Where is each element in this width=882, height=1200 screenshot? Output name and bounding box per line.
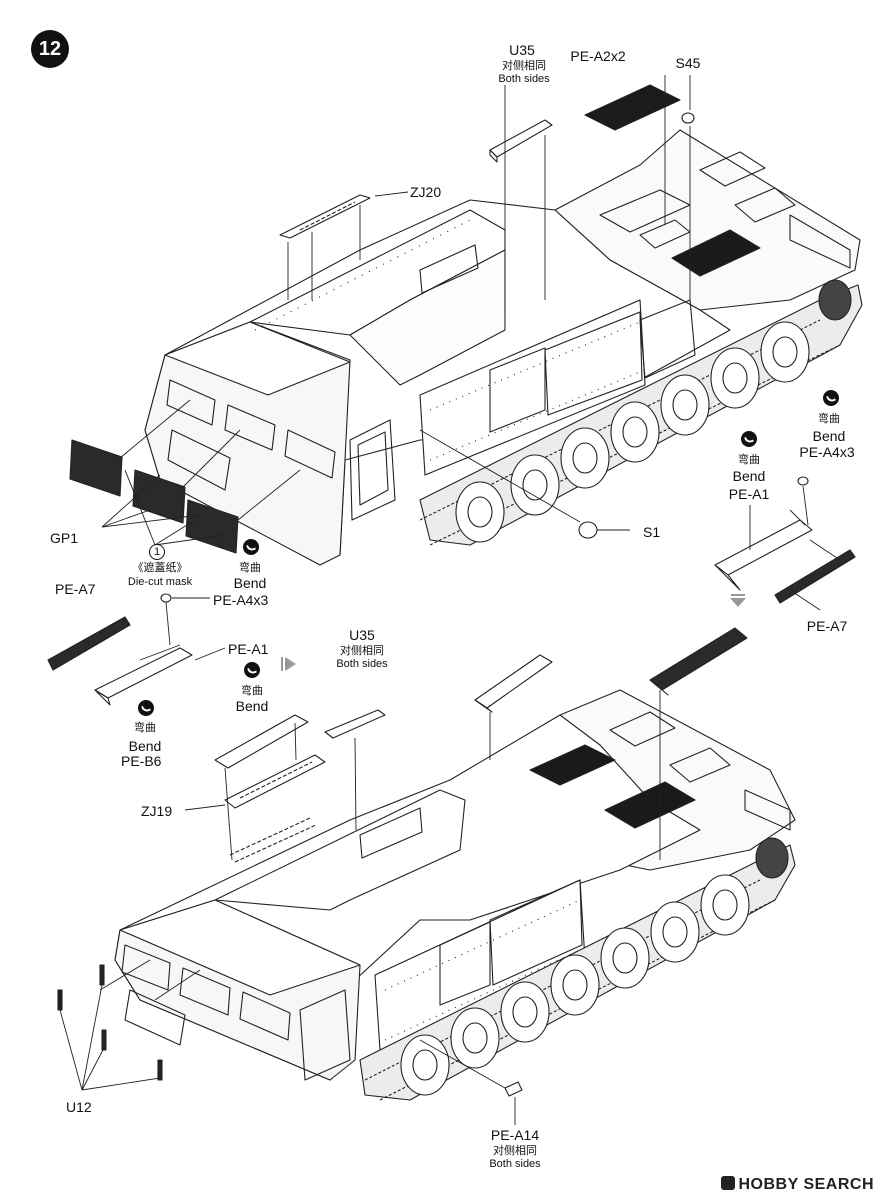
pe-a7-left-part bbox=[47, 616, 131, 671]
label-pe-a14-en: Both sides bbox=[489, 1158, 541, 1170]
bend-icon bbox=[244, 662, 260, 678]
label-u35-mid: U35 bbox=[349, 627, 375, 643]
label-pe-a2x2: PE-A2x2 bbox=[570, 48, 626, 64]
bend-icon bbox=[138, 700, 154, 716]
label-bend-en-3: Bend bbox=[128, 738, 162, 754]
label-bend-en-4: Bend bbox=[812, 428, 846, 444]
u35-top-part bbox=[489, 119, 553, 163]
mask-number-circle: 1 bbox=[149, 544, 165, 560]
label-pe-a7-right: PE-A7 bbox=[806, 618, 848, 634]
label-pe-a14: PE-A14 bbox=[490, 1127, 540, 1143]
pe-a2-top-part bbox=[584, 84, 681, 131]
label-u35-mid-en: Both sides bbox=[336, 658, 388, 670]
label-gp1: GP1 bbox=[50, 530, 79, 546]
label-u12: U12 bbox=[66, 1099, 92, 1115]
label-pe-a7-left: PE-A7 bbox=[55, 581, 96, 597]
u35-mid-part bbox=[324, 709, 386, 739]
label-bend-cn-1: 弯曲 bbox=[239, 562, 261, 574]
label-bend-en-2: Bend bbox=[235, 698, 269, 714]
label-bend-cn-4: 弯曲 bbox=[818, 413, 840, 425]
label-pe-a4x3-right: PE-A4x3 bbox=[799, 444, 855, 460]
bottom-vehicle-hull bbox=[114, 689, 796, 1081]
watermark: HOBBY SEARCH bbox=[720, 1176, 875, 1194]
label-bend-en-5: Bend bbox=[732, 468, 766, 484]
top-vehicle-hull bbox=[144, 129, 861, 566]
bottom-vehicle-tracks bbox=[359, 837, 796, 1101]
s1-part bbox=[578, 521, 598, 539]
bend-icon bbox=[741, 431, 757, 447]
label-bend-en-1: Bend bbox=[233, 575, 267, 591]
top-vehicle-tracks bbox=[419, 279, 863, 546]
watermark-text: HOBBY SEARCH bbox=[738, 1176, 874, 1193]
label-u35-top: U35 bbox=[509, 42, 535, 58]
right-leader-lines bbox=[749, 485, 841, 611]
s45-top-part bbox=[681, 112, 695, 124]
label-zj20: ZJ20 bbox=[410, 184, 442, 200]
zj19-part bbox=[224, 754, 326, 809]
bottom-side-fenders bbox=[474, 627, 748, 713]
label-pe-b6: PE-B6 bbox=[121, 753, 162, 769]
pe-a14-part bbox=[504, 1081, 523, 1097]
label-bend-cn-2: 弯曲 bbox=[241, 685, 263, 697]
pe-b6-part bbox=[214, 714, 309, 769]
label-u35-top-en: Both sides bbox=[498, 73, 550, 85]
gp1-parts bbox=[69, 439, 239, 554]
label-pe-a1-left: PE-A1 bbox=[228, 641, 269, 657]
label-u35-top-cn: 对侧相同 bbox=[502, 60, 546, 72]
pe-a1-left-part bbox=[94, 647, 193, 706]
step-number-badge: 12 bbox=[31, 30, 69, 68]
pe-a4-left-part bbox=[160, 593, 172, 603]
bend-icon bbox=[823, 390, 839, 406]
bottom-leader-lines bbox=[59, 597, 661, 1125]
label-zj19: ZJ19 bbox=[141, 803, 173, 819]
pe-a1-right-part bbox=[714, 519, 813, 591]
label-mask-en: Die-cut mask bbox=[127, 576, 193, 588]
pe-a7-right-part bbox=[774, 549, 856, 604]
label-pe-a14-cn: 对侧相同 bbox=[493, 1145, 537, 1157]
label-s45: S45 bbox=[675, 55, 701, 71]
step-arrow-right bbox=[281, 657, 296, 671]
step-arrow-down bbox=[730, 594, 746, 607]
label-pe-a1-right: PE-A1 bbox=[728, 486, 770, 502]
label-mask-cn: 《遮蓋纸》 bbox=[132, 562, 188, 574]
label-u35-mid-cn: 对侧相同 bbox=[340, 645, 384, 657]
bend-icon bbox=[243, 539, 259, 555]
label-bend-cn-5: 弯曲 bbox=[738, 454, 760, 466]
label-s1: S1 bbox=[643, 524, 661, 540]
label-pe-a4x3-left: PE-A4x3 bbox=[213, 592, 269, 608]
pe-a4-right-part bbox=[797, 476, 809, 486]
zj20-top-part bbox=[279, 194, 371, 239]
top-leader-lines bbox=[101, 75, 691, 546]
watermark-logo-icon bbox=[720, 1176, 735, 1190]
label-bend-cn-3: 弯曲 bbox=[134, 722, 156, 734]
